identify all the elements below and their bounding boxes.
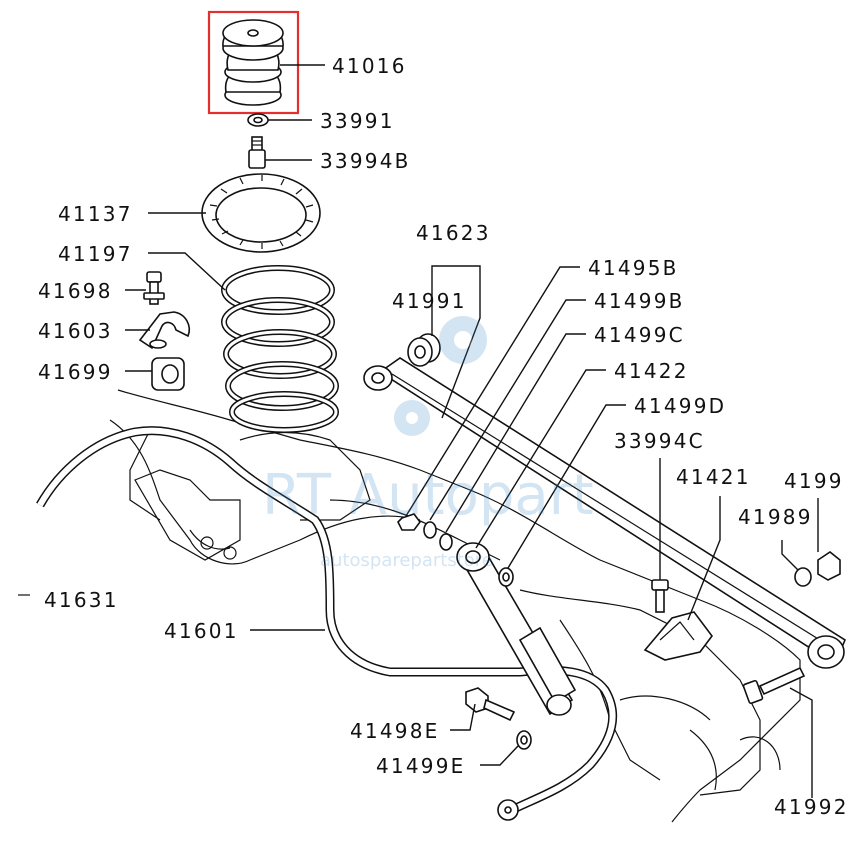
label-41991[interactable]: 41991 (392, 289, 467, 313)
bolt-33994C[interactable] (651, 579, 669, 613)
spring-seat-41137[interactable] (201, 173, 321, 253)
label-41603[interactable]: 41603 (38, 319, 113, 343)
label-41137[interactable]: 41137 (58, 202, 133, 226)
highlight-box (207, 10, 300, 115)
label-41499C[interactable]: 41499C (594, 323, 685, 347)
label-41499E[interactable]: 41499E (376, 754, 465, 778)
label-41623[interactable]: 41623 (416, 221, 491, 245)
stabilizer-bar (36, 426, 618, 821)
label-41016[interactable]: 41016 (332, 54, 407, 78)
coil-spring-41197[interactable] (221, 265, 339, 433)
bolt-41698[interactable] (143, 271, 165, 305)
nut-41989[interactable] (794, 567, 812, 587)
bump-stopper-41016[interactable] (222, 19, 284, 106)
bracket-41421[interactable] (643, 611, 713, 661)
leader-lines (125, 64, 819, 798)
watermark-tagline: autosparepartstore (320, 550, 493, 571)
watermark-brand: RT Autopart (262, 463, 594, 528)
label-41421[interactable]: 41421 (676, 465, 751, 489)
bolt-41498E[interactable] (465, 687, 516, 722)
bolt-41992[interactable] (742, 666, 806, 705)
label-41498E[interactable]: 41498E (350, 719, 439, 743)
label-41422[interactable]: 41422 (614, 359, 689, 383)
label-41495B[interactable]: 41495B (588, 256, 679, 280)
shock-absorber-41422[interactable] (456, 542, 577, 716)
label-41989[interactable]: 41989 (738, 505, 813, 529)
nut-4199x[interactable] (817, 551, 841, 581)
gear-icon (394, 316, 487, 436)
washer-41499E[interactable] (516, 730, 532, 750)
watermark: RT Autopart autosparepartstore (262, 316, 594, 571)
nut-41495B[interactable] (397, 513, 421, 531)
washer-41499D[interactable] (498, 567, 514, 587)
label-41499D[interactable]: 41499D (634, 394, 726, 418)
washer-33991[interactable] (247, 113, 269, 127)
part-labels: 41016 33991 33994B 41137 41197 41623 419… (38, 54, 849, 819)
label-33994B[interactable]: 33994B (320, 149, 411, 173)
washer-41499B[interactable] (423, 521, 437, 539)
label-4199[interactable]: 4199 (784, 469, 844, 493)
label-41197[interactable]: 41197 (58, 242, 133, 266)
label-41601[interactable]: 41601 (164, 619, 239, 643)
bushing-41699[interactable] (151, 357, 185, 391)
bolt-33994B[interactable] (248, 136, 266, 169)
bracket-41603[interactable] (138, 311, 190, 350)
label-41698[interactable]: 41698 (38, 279, 113, 303)
bushing-41991[interactable] (407, 333, 441, 367)
label-33991[interactable]: 33991 (320, 109, 395, 133)
label-33994C[interactable]: 33994C (614, 429, 705, 453)
lateral-rod-41623[interactable] (363, 357, 846, 669)
label-41699[interactable]: 41699 (38, 360, 113, 384)
label-41499B[interactable]: 41499B (594, 289, 685, 313)
label-41992[interactable]: 41992 (774, 795, 849, 819)
label-41631[interactable]: 41631 (44, 588, 119, 612)
washer-41499C[interactable] (439, 533, 453, 551)
